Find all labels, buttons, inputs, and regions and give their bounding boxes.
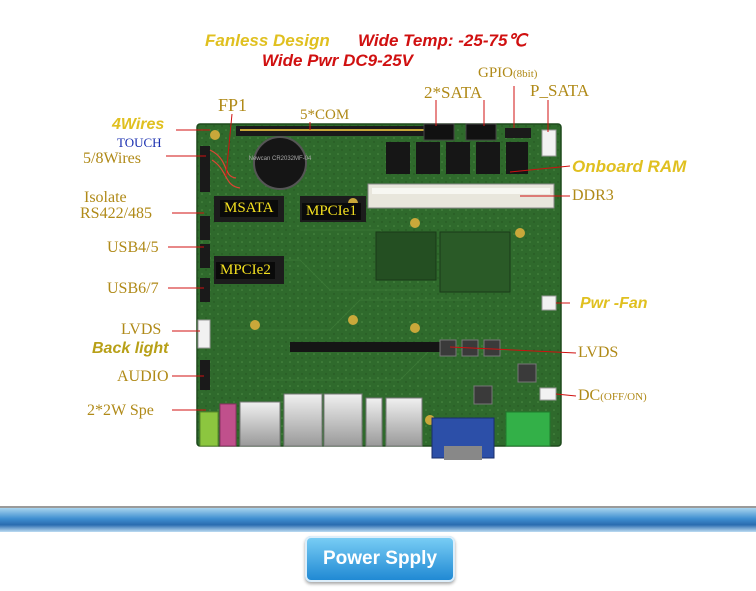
wide-temp-label: Wide Temp: -25-75℃	[358, 31, 527, 50]
chipset	[375, 231, 437, 281]
lvds-header	[290, 342, 450, 352]
wires-58-label: 5/8Wires	[83, 150, 142, 167]
usb-stack-1	[239, 401, 281, 447]
onboard-ram-label: Onboard RAM	[572, 157, 687, 176]
isolate-label: Isolate	[84, 189, 127, 206]
sata-label: 2*SATA	[424, 83, 483, 102]
lan-port-1	[283, 393, 323, 447]
fp1-label: FP1	[218, 95, 248, 115]
fan-connector	[541, 295, 557, 311]
usb-stack-2	[385, 397, 423, 447]
audio-jack-pink	[219, 403, 237, 447]
coin-battery	[253, 136, 307, 190]
mpcie2-board-label: MPCIe2	[216, 262, 275, 279]
lvds-right-label: LVDS	[578, 344, 619, 361]
com-label: 5*COM	[300, 107, 350, 123]
touch-label: TOUCH	[117, 135, 162, 150]
gpio-header	[505, 128, 531, 138]
gpio-note: (8bit)	[513, 68, 538, 80]
pwr-fan-label: Pwr -Fan	[580, 295, 648, 312]
power-supply-button[interactable]: Power Spply	[305, 536, 455, 582]
lan-port-2	[323, 393, 363, 447]
hdmi-port	[365, 397, 383, 447]
onboard-ram-chips	[386, 142, 528, 174]
speaker-label: 2*2W Spe	[87, 402, 154, 419]
dc-label: DC(OFF/ON)	[578, 388, 647, 404]
sata-connector-2	[465, 123, 497, 141]
audio-jack-green	[199, 411, 219, 447]
section-divider	[0, 508, 756, 532]
psata-connector	[541, 129, 557, 157]
lvds-left-label: LVDS	[121, 321, 162, 338]
psata-label: P_SATA	[530, 81, 590, 100]
wide-pwr-label: Wide Pwr DC9-25V	[262, 51, 413, 70]
ddr3-label: DDR3	[572, 187, 614, 204]
gpio-text: GPIO	[478, 65, 514, 81]
inductors	[439, 339, 537, 405]
usb67-label: USB6/7	[107, 280, 159, 297]
gpio-label: GPIO(8bit)	[478, 66, 537, 81]
fanless-label: Fanless Design	[205, 31, 330, 50]
dc-switch	[539, 387, 557, 401]
msata-board-label: MSATA	[220, 200, 278, 217]
four-wires-label: 4Wires	[112, 116, 165, 133]
usb45-label: USB4/5	[107, 239, 159, 256]
motherboard-photo: Newcan CR2032MF-04	[166, 86, 577, 460]
audio-label: AUDIO	[117, 368, 169, 385]
divider-edge	[0, 506, 756, 508]
dc-text: DC	[578, 387, 601, 404]
dc-terminal	[505, 411, 551, 447]
sata-connector-1	[423, 123, 455, 141]
battery-text: Newcan CR2032MF-04	[249, 156, 312, 162]
backlight-label: Back light	[92, 340, 169, 357]
dc-note: (OFF/ON)	[600, 391, 647, 403]
lvds-connector	[197, 319, 211, 349]
rs422-label: RS422/485	[80, 205, 153, 222]
mpcie1-board-label: MPCIe1	[302, 203, 361, 220]
